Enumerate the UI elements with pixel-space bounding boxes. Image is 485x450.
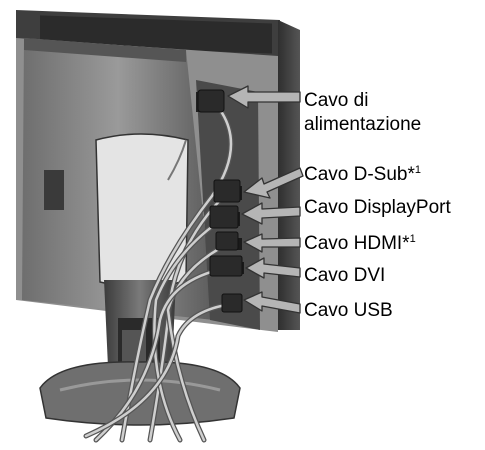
arrow-hdmi	[243, 233, 301, 253]
label-power-cable: Cavo di	[304, 90, 369, 111]
arrow-usb	[243, 291, 301, 314]
arrow-power	[227, 85, 301, 109]
label-power-cable-line2: alimentazione	[304, 114, 422, 135]
footnote-marker: 1	[409, 233, 416, 245]
arrow-dvi	[245, 257, 301, 279]
label-displayport-cable: Cavo DisplayPort	[304, 197, 451, 218]
label-usb-cable: Cavo USB	[304, 300, 393, 321]
label-dsub-cable: Cavo D-Sub*1	[304, 164, 422, 185]
cables	[83, 97, 235, 443]
cable-plugs	[197, 89, 243, 313]
label-dvi-cable: Cavo DVI	[304, 265, 386, 286]
arrow-dsub	[243, 167, 304, 199]
label-hdmi-cable: Cavo HDMI*1	[304, 233, 416, 254]
callout-arrows	[227, 85, 304, 314]
footnote-marker: 1	[414, 164, 422, 176]
side-handle	[44, 170, 64, 210]
arrow-displayport	[241, 202, 301, 225]
